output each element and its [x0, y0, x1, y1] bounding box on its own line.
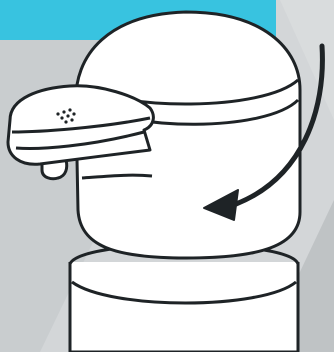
faucet-pipe [70, 262, 298, 352]
filter-lever [8, 86, 153, 164]
